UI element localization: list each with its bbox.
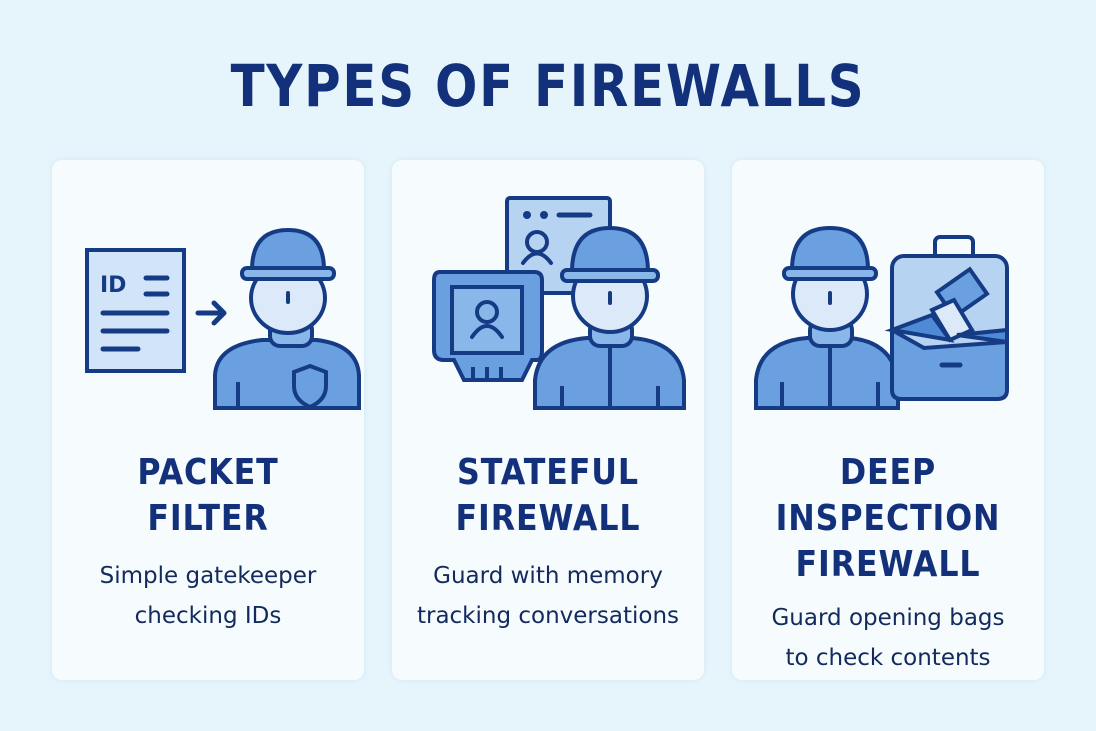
card-title: PACKET FILTER: [137, 452, 279, 539]
svg-text:ID: ID: [100, 273, 126, 298]
guard-with-shield-icon: [213, 227, 361, 410]
open-bag-icon: [884, 235, 1009, 401]
card-packet-filter: ID PACKET F: [52, 160, 364, 680]
card-deep-inspection-firewall: DEEP INSPECTION FIREWALL Guard opening b…: [732, 160, 1044, 680]
card-description: Guard with memory tracking conversations: [416, 563, 680, 629]
page-title: TYPES OF FIREWALLS: [230, 52, 866, 120]
card-title: DEEP INSPECTION FIREWALL: [775, 452, 1001, 585]
packet-filter-illustration: ID: [52, 160, 364, 420]
card-description: Guard opening bags to check contents: [771, 605, 1005, 671]
card-stateful-firewall: STATEFUL FIREWALL Guard with memory trac…: [392, 160, 704, 680]
card-description: Simple gatekeeper checking IDs: [99, 563, 317, 629]
arrow-right-icon: [195, 300, 227, 326]
id-document-icon: ID: [85, 248, 186, 373]
memory-monitor-icon: [432, 270, 544, 382]
card-title: STATEFUL FIREWALL: [455, 452, 641, 539]
deep-inspection-illustration: [732, 160, 1044, 420]
stateful-firewall-illustration: [392, 160, 704, 420]
guard-icon: [754, 225, 900, 410]
guard-icon: [533, 225, 686, 410]
